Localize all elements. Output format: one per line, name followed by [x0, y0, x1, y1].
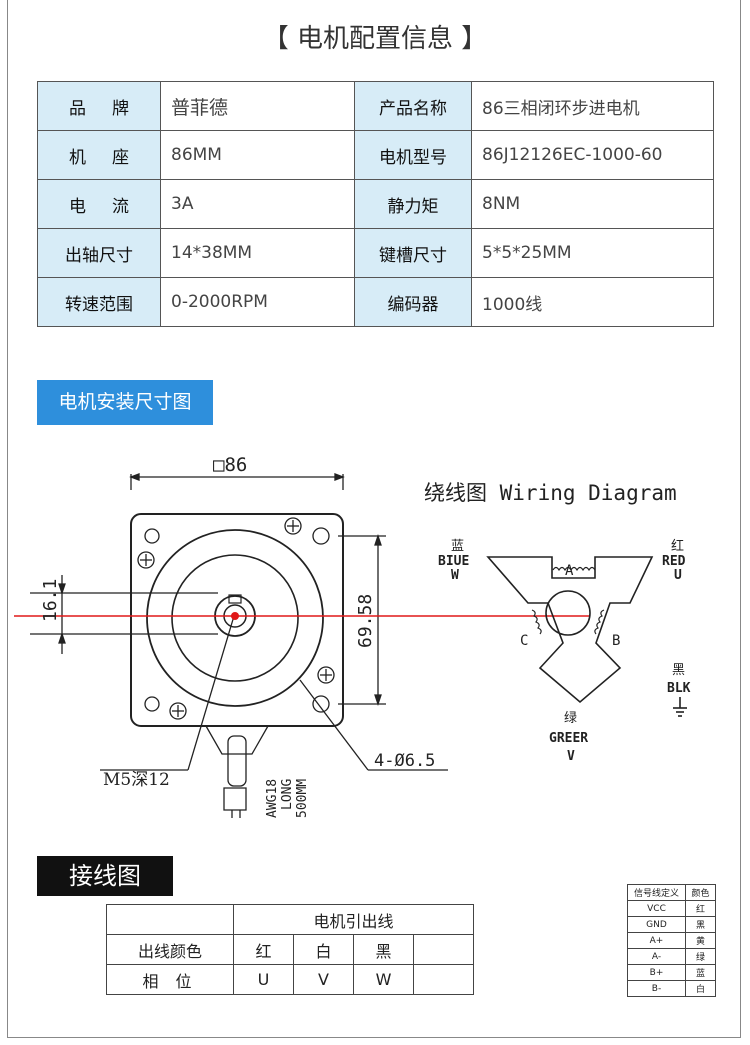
- spec-value: 1000线: [471, 277, 714, 327]
- color-cell: 黑: [685, 916, 716, 933]
- spec-label: 出轴尺寸: [37, 228, 161, 278]
- coil-b-label: B: [612, 633, 620, 649]
- table-row: 电机引出线: [106, 904, 475, 935]
- table-row: 品牌 普菲德 产品名称 86三相闭环步进电机: [37, 81, 714, 131]
- table-row: A+ 黄: [627, 932, 716, 949]
- signal-header: 信号线定义: [627, 884, 686, 901]
- spec-table: 品牌 普菲德 产品名称 86三相闭环步进电机 机座 86MM 电机型号 86J1…: [37, 81, 714, 327]
- wire-blue-cn: 蓝: [451, 539, 464, 554]
- spec-label: 电流: [69, 196, 155, 217]
- install-section-label: 电机安装尺寸图: [37, 380, 213, 425]
- signal-cell: B+: [627, 964, 686, 981]
- spec-label: 电机型号: [354, 130, 472, 180]
- spec-label: 键槽尺寸: [354, 228, 472, 278]
- spec-value: 0-2000RPM: [160, 277, 355, 327]
- phase-cell: V: [293, 964, 354, 995]
- wire-green-phase: V: [567, 749, 575, 764]
- row-label: 相 位: [106, 964, 234, 995]
- lead-table-header: 电机引出线: [232, 904, 475, 935]
- spec-label: 机座: [69, 147, 155, 168]
- spec-label: 编码器: [354, 277, 472, 327]
- signal-cell: A+: [627, 932, 686, 949]
- color-cell: 黄: [685, 932, 716, 949]
- table-row: 机座 86MM 电机型号 86J12126EC-1000-60: [37, 130, 714, 180]
- cable-awg: AWG18: [265, 779, 280, 818]
- signal-cell: VCC: [627, 900, 686, 917]
- wire-black-cn: 黑: [672, 663, 685, 678]
- spec-label: 品牌: [69, 98, 155, 119]
- spec-value: 14*38MM: [160, 228, 355, 278]
- dim-width: □86: [213, 454, 247, 476]
- wiring-stator: [486, 556, 687, 717]
- spec-value: 86MM: [160, 130, 355, 180]
- connection-section-label: 接线图: [37, 856, 173, 896]
- table-row: B+ 蓝: [627, 964, 716, 981]
- phase-cell: U: [233, 964, 294, 995]
- color-header: 颜色: [685, 884, 716, 901]
- color-cell: 红: [233, 934, 294, 965]
- table-row: A- 绿: [627, 948, 716, 965]
- spec-value: 3A: [160, 179, 355, 229]
- page-frame: [7, 0, 741, 1038]
- color-cell: 白: [685, 980, 716, 997]
- color-cell: 黑: [353, 934, 414, 965]
- dimension-drawing: □86 16.1 69.58 M5深12 4-Ø6.5 AWG18 LONG 5…: [14, 454, 691, 818]
- color-cell: 绿: [685, 948, 716, 965]
- spec-label: 静力矩: [354, 179, 472, 229]
- spec-label: 转速范围: [37, 277, 161, 327]
- table-row: 出线颜色 红 白 黑: [106, 934, 475, 965]
- wire-green-cn: 绿: [564, 711, 577, 726]
- phase-cell: W: [353, 964, 414, 995]
- color-cell: 白: [293, 934, 354, 965]
- dim-hole-spacing: 69.58: [355, 594, 376, 648]
- wire-red-en: RED: [662, 554, 686, 569]
- spec-value: 86三相闭环步进电机: [471, 81, 714, 131]
- table-row: 电流 3A 静力矩 8NM: [37, 179, 714, 229]
- dim-screw: M5深12: [103, 770, 170, 790]
- dim-holes: 4-Ø6.5: [374, 751, 435, 771]
- signal-cell: GND: [627, 916, 686, 933]
- color-cell: 蓝: [685, 964, 716, 981]
- wire-black-en: BLK: [667, 681, 691, 696]
- signal-cell: B-: [627, 980, 686, 997]
- wire-blue-en: BIUE: [438, 554, 469, 569]
- table-row: 出轴尺寸 14*38MM 键槽尺寸 5*5*25MM: [37, 228, 714, 278]
- coil-c-label: C: [520, 633, 528, 649]
- spec-value: 86J12126EC-1000-60: [471, 130, 714, 180]
- color-cell: 红: [685, 900, 716, 917]
- coil-a-label: A: [565, 563, 574, 579]
- signal-cell: A-: [627, 948, 686, 965]
- cable-long: LONG: [280, 779, 295, 810]
- table-row: 转速范围 0-2000RPM 编码器 1000线: [37, 277, 714, 327]
- wire-red-phase: U: [674, 568, 682, 583]
- table-row: GND 黑: [627, 916, 716, 933]
- lead-table: 电机引出线 出线颜色 红 白 黑 相 位 U V W: [106, 904, 475, 995]
- page-title: 【 电机配置信息 】: [262, 24, 488, 54]
- wire-blue-phase: W: [451, 568, 459, 583]
- wiring-title: 绕线图 Wiring Diagram: [424, 481, 677, 505]
- wire-red-cn: 红: [671, 538, 684, 554]
- dim-shaft-offset: 16.1: [40, 579, 61, 622]
- table-row: B- 白: [627, 980, 716, 997]
- signal-table: 信号线定义 颜色 VCC 红 GND 黑 A+ 黄 A- 绿 B+ 蓝 B- 白: [627, 884, 716, 997]
- wire-green-en: GREER: [549, 731, 588, 746]
- spec-value: 普菲德: [160, 81, 355, 131]
- table-row: VCC 红: [627, 900, 716, 917]
- row-label: 出线颜色: [106, 934, 234, 965]
- table-row: 信号线定义 颜色: [627, 884, 716, 901]
- cable-length: 500MM: [295, 779, 310, 818]
- spec-value: 8NM: [471, 179, 714, 229]
- table-row: 相 位 U V W: [106, 964, 475, 995]
- spec-value: 5*5*25MM: [471, 228, 714, 278]
- spec-label: 产品名称: [354, 81, 472, 131]
